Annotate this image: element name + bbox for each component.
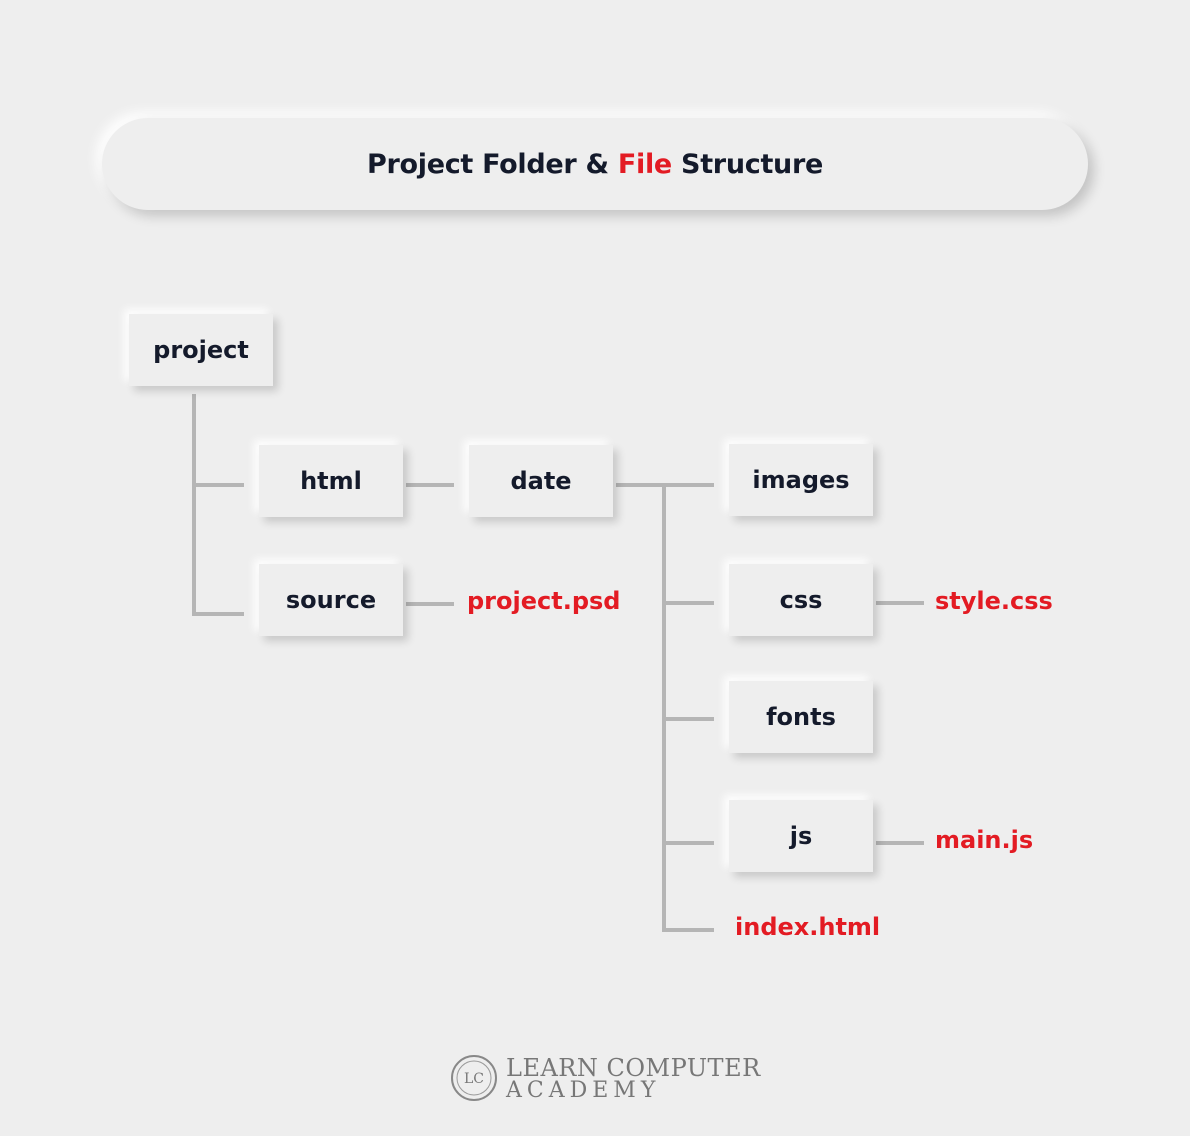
folder-js: js [729,800,873,872]
folder-fonts-label: fonts [766,703,836,731]
connector-date-js [662,841,714,845]
folder-date-label: date [510,467,572,495]
folder-css-label: css [779,586,823,614]
folder-css: css [729,564,873,636]
connector-project-trunk [192,394,196,616]
folder-fonts: fonts [729,681,873,753]
connector-source-psd [406,602,454,606]
folder-source-label: source [285,586,377,614]
connector-html-date [406,483,454,487]
connector-date-index [662,928,714,932]
connector-project-source [192,612,244,616]
connector-date-fonts [662,717,714,721]
logo-text-line2: ACADEMY [506,1078,661,1103]
folder-project-label: project [153,336,249,364]
connector-css-style [876,601,924,605]
connector-date-trunk [662,483,666,932]
academy-seal-icon: LC [451,1055,497,1101]
folder-html-label: html [300,467,362,495]
folder-date: date [469,445,613,517]
file-index-html: index.html [735,913,881,941]
file-main-js: main.js [935,826,1034,854]
folder-html: html [259,445,403,517]
title-text-part3: Structure [671,148,824,180]
svg-text:LC: LC [464,1071,484,1087]
folder-source: source [259,564,403,636]
learn-computer-academy-logo: LC LEARN COMPUTER ACADEMY [450,1054,760,1110]
title-text-part1: Project Folder & [366,148,618,180]
folder-js-label: js [789,822,813,850]
folder-images: images [729,444,873,516]
connector-date-css [662,601,714,605]
folder-images-label: images [752,466,850,494]
logo-text-line1: LEARN COMPUTER [506,1054,761,1082]
connector-project-html [192,483,244,487]
connector-js-main [876,841,924,845]
title-text-accent: File [617,148,672,180]
file-project-psd: project.psd [467,587,621,615]
diagram-title: Project Folder & File Structure [102,118,1088,210]
file-style-css: style.css [935,587,1053,615]
folder-project: project [129,314,273,386]
